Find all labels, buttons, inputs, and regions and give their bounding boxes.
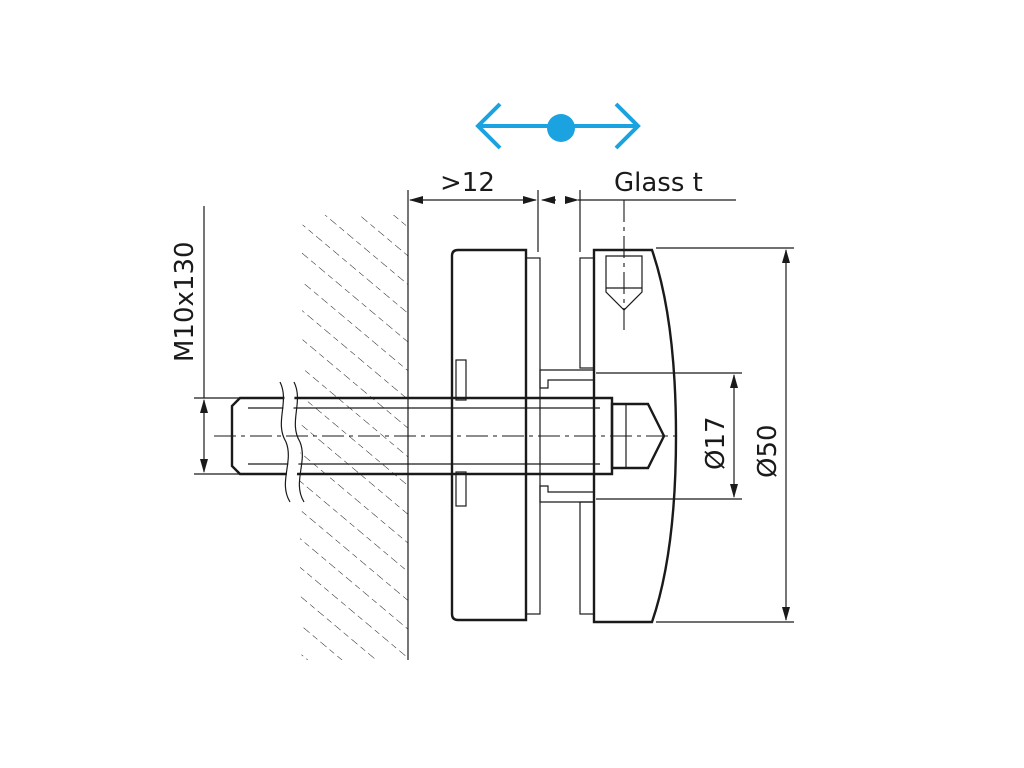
dim-glass-thickness: Glass t bbox=[541, 168, 736, 252]
dim-inner-diameter: Ø17 bbox=[596, 372, 742, 500]
dim-glass-thickness-label: Glass t bbox=[614, 168, 703, 198]
wall-section bbox=[292, 214, 409, 661]
dim-min-gap: >12 bbox=[407, 168, 539, 252]
dim-bolt-label: M10x130 bbox=[170, 241, 200, 362]
dim-outer-diameter: Ø50 bbox=[656, 247, 794, 623]
adjust-arrow-icon bbox=[475, 102, 641, 150]
dim-bolt: M10x130 bbox=[170, 206, 240, 475]
back-plate bbox=[450, 248, 528, 622]
dim-outer-diameter-label: Ø50 bbox=[753, 424, 783, 478]
dim-inner-diameter-label: Ø17 bbox=[701, 416, 731, 470]
dim-min-gap-label: >12 bbox=[440, 168, 495, 198]
